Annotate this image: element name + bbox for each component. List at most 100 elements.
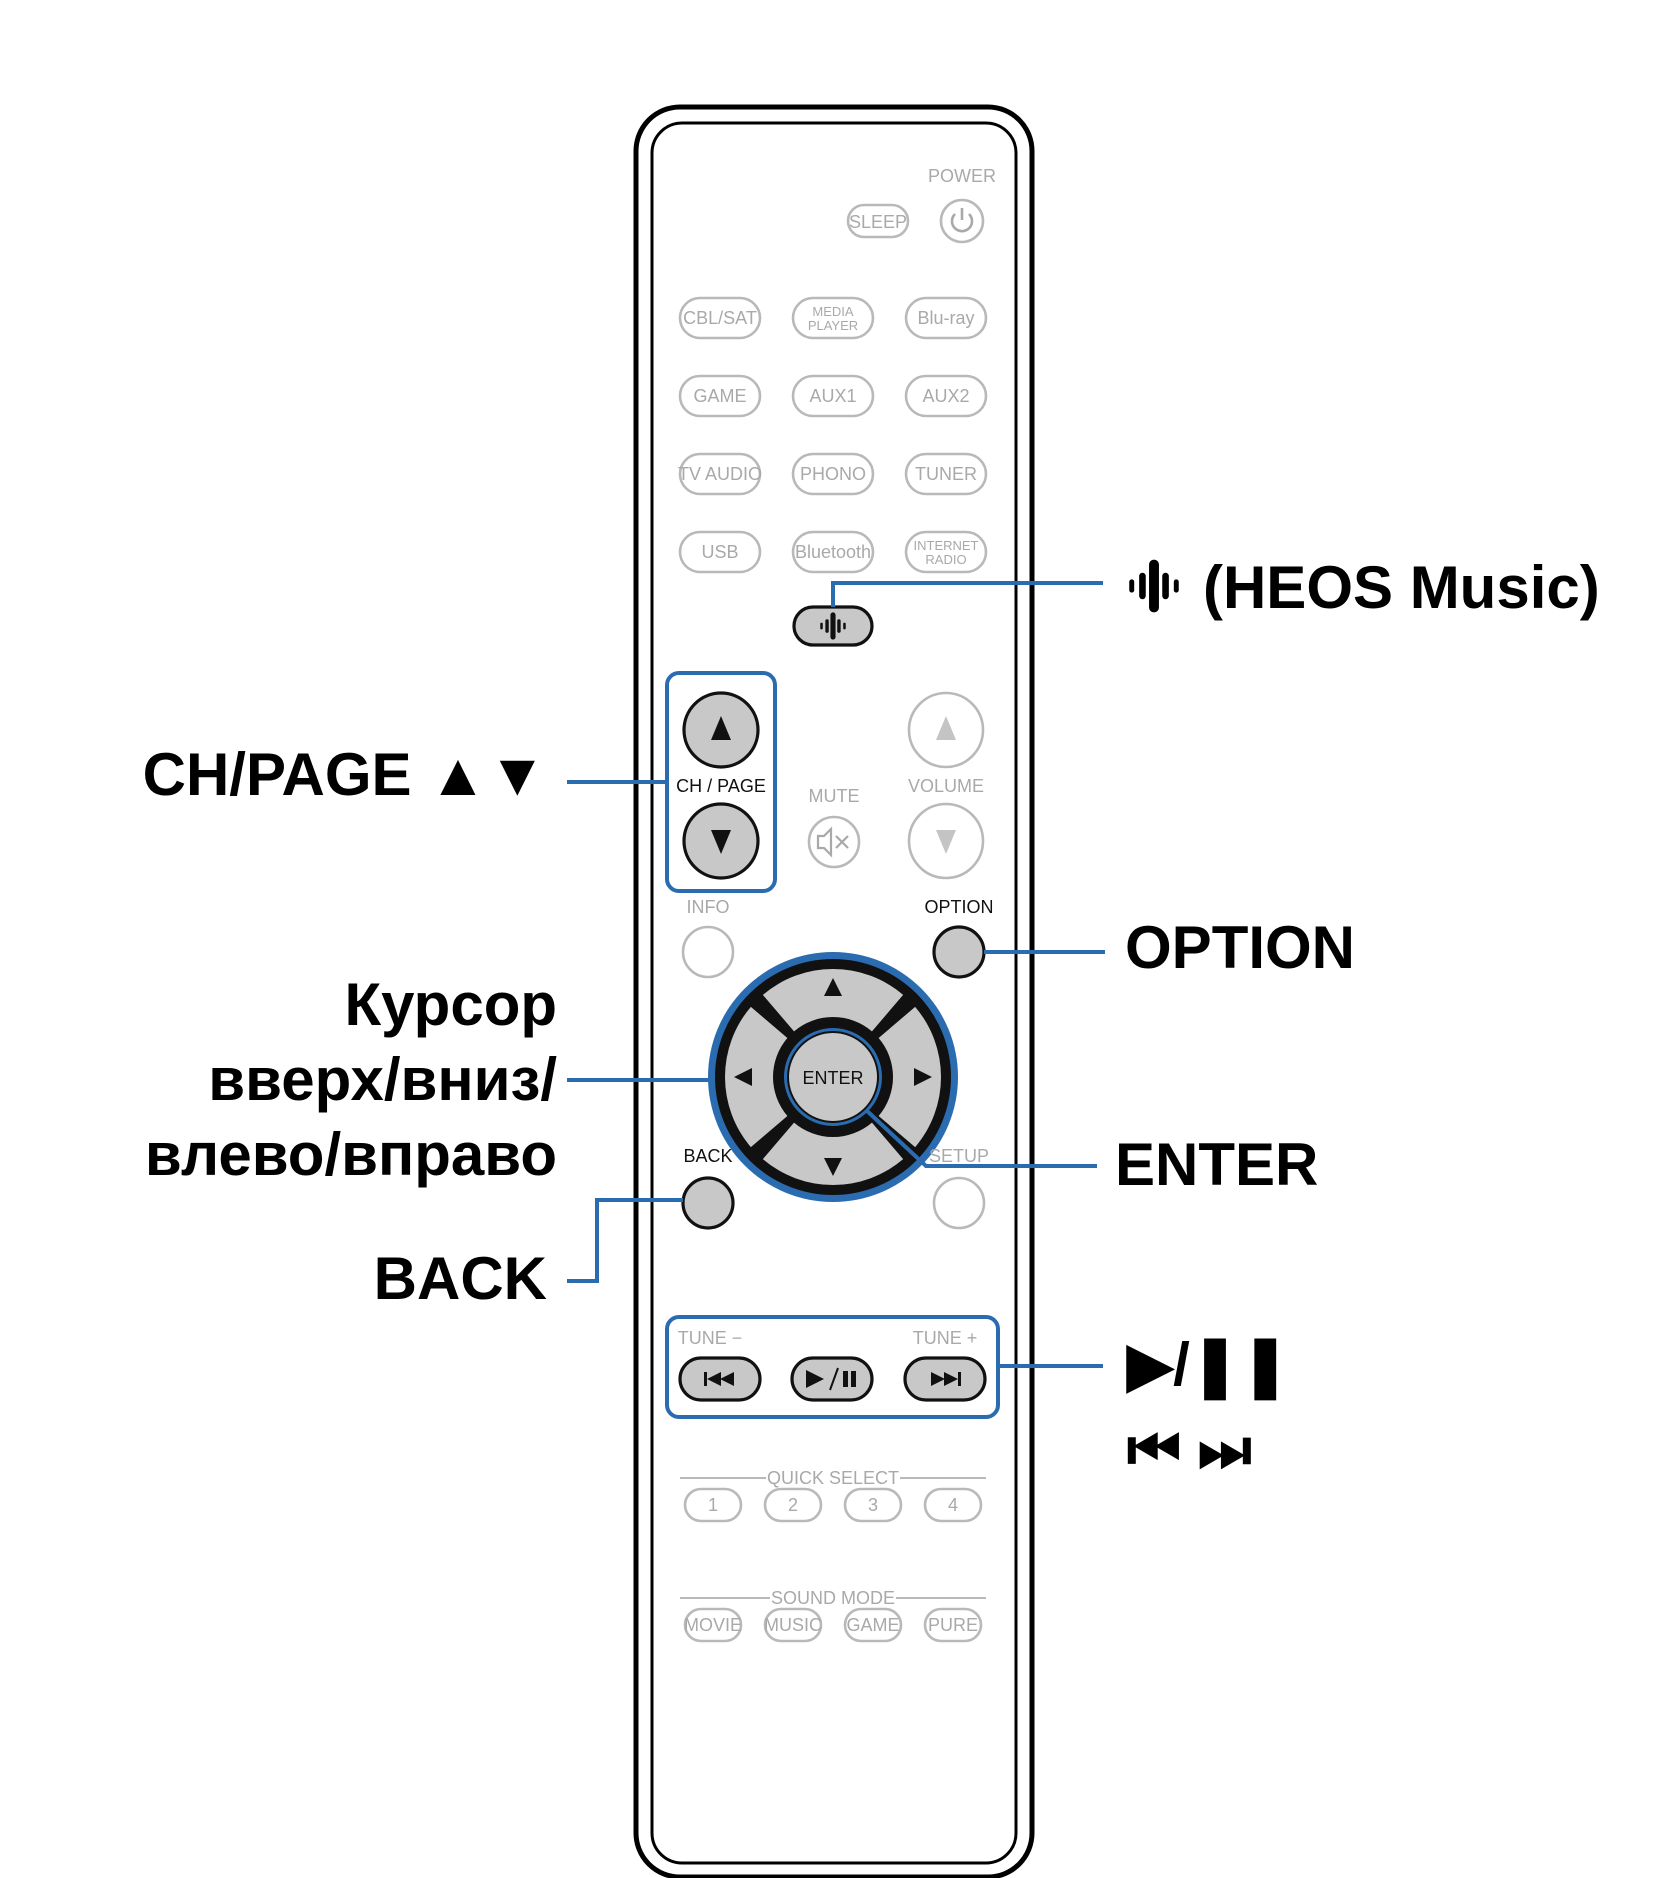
power-button[interactable]	[939, 198, 985, 244]
cursor-pad: ENTER	[708, 952, 958, 1202]
source-button-aux1[interactable]: AUX1	[791, 374, 875, 418]
option-callout: OPTION	[1125, 914, 1355, 981]
ch-page-down-button[interactable]	[682, 802, 760, 880]
source-button-label: Bluetooth	[795, 542, 871, 562]
speaker-mute-icon	[816, 826, 849, 858]
quick-select-buttons: 1 2 3 4	[683, 1487, 983, 1523]
quick-select-button-label: 1	[708, 1495, 718, 1515]
enter-callout: ENTER	[1115, 1131, 1318, 1198]
triangle-up-icon	[936, 716, 956, 740]
heos-callout-icon	[1129, 559, 1179, 613]
source-button-tv-audio[interactable]: TV AUDIO	[678, 452, 762, 496]
cursor-up-button[interactable]	[762, 969, 904, 1032]
triangle-up-icon	[711, 716, 731, 740]
back-button[interactable]	[681, 1176, 735, 1230]
sound-mode-label: SOUND MODE	[771, 1588, 895, 1608]
quick-select-button-2[interactable]: 2	[763, 1487, 823, 1523]
sound-mode-button-label: MUSIC	[764, 1615, 822, 1635]
play-pause-icon	[806, 1367, 856, 1391]
skip-callout: ⏮ ⏭	[1127, 1416, 1252, 1483]
source-button-bluetooth[interactable]: Bluetooth	[791, 530, 875, 574]
back-label: BACK	[683, 1146, 732, 1166]
quick-select-button-3[interactable]: 3	[843, 1487, 903, 1523]
source-button-label: GAME	[693, 386, 746, 406]
tune-minus-label: TUNE −	[678, 1328, 743, 1348]
ch-page-callout: CH/PAGE ▲▼	[143, 741, 547, 808]
option-label: OPTION	[924, 897, 993, 917]
source-button-blu-ray[interactable]: Blu-ray	[904, 296, 988, 340]
back-leader	[567, 1198, 683, 1283]
skip-forward-button[interactable]	[903, 1356, 987, 1402]
source-button-phono[interactable]: PHONO	[791, 452, 875, 496]
source-button-label-line: RADIO	[925, 552, 966, 567]
cursor-down-icon	[824, 1158, 842, 1176]
cursor-right-button[interactable]	[878, 1006, 941, 1148]
source-button-label: Blu-ray	[917, 308, 974, 328]
triangle-down-icon	[936, 830, 956, 854]
sound-mode-buttons: MOVIE MUSIC GAME PURE	[683, 1607, 983, 1643]
skip-back-button[interactable]	[678, 1356, 762, 1402]
volume-down-button[interactable]	[907, 802, 985, 880]
skip-forward-icon	[931, 1372, 961, 1386]
cursor-left-button[interactable]	[724, 1006, 788, 1148]
quick-select-button-1[interactable]: 1	[683, 1487, 743, 1523]
skip-back-icon	[704, 1372, 734, 1386]
volume-label: VOLUME	[908, 776, 984, 796]
back-callout: BACK	[374, 1245, 547, 1312]
ch-page-label: CH / PAGE	[676, 776, 766, 796]
sound-mode-button-movie[interactable]: MOVIE	[683, 1607, 743, 1643]
source-button-usb[interactable]: USB	[678, 530, 762, 574]
cursor-callout-line-2: вверх/вниз/	[208, 1046, 557, 1113]
source-button-label: PHONO	[800, 464, 866, 484]
sound-mode-button-label: MOVIE	[684, 1615, 742, 1635]
source-button-label: AUX1	[809, 386, 856, 406]
heos-callout: (HEOS Music)	[1203, 554, 1600, 621]
source-button-label-line: INTERNET	[914, 538, 979, 553]
source-button-label-line: PLAYER	[808, 318, 858, 333]
info-button[interactable]	[681, 925, 735, 979]
cursor-left-icon	[734, 1068, 752, 1086]
sound-mode-button-game[interactable]: GAME	[843, 1607, 903, 1643]
quick-select-button-label: 2	[788, 1495, 798, 1515]
enter-leader	[864, 1108, 1097, 1168]
info-label: INFO	[687, 897, 730, 917]
cursor-down-button[interactable]	[762, 1122, 904, 1185]
sound-mode-button-music[interactable]: MUSIC	[763, 1607, 823, 1643]
cursor-callout-line-1: Курсор	[344, 971, 557, 1038]
sound-mode-button-label: PURE	[928, 1615, 978, 1635]
sleep-button-label: SLEEP	[849, 212, 907, 232]
quick-select-button-4[interactable]: 4	[923, 1487, 983, 1523]
power-icon	[950, 208, 974, 233]
setup-label: SETUP	[929, 1146, 989, 1166]
volume-up-button[interactable]	[907, 691, 985, 769]
quick-select-button-label: 3	[868, 1495, 878, 1515]
cursor-up-icon	[824, 978, 842, 996]
source-button-cbl-sat[interactable]: CBL/SAT	[678, 296, 762, 340]
triangle-down-icon	[711, 830, 731, 854]
power-label: POWER	[928, 166, 996, 186]
sound-mode-button-label: GAME	[846, 1615, 899, 1635]
cursor-callout-line-3: влево/вправо	[145, 1121, 557, 1188]
ch-page-up-button[interactable]	[682, 691, 760, 769]
setup-button[interactable]	[932, 1176, 986, 1230]
heos-leader	[831, 581, 1103, 607]
mute-button[interactable]	[807, 815, 861, 869]
source-button-tuner[interactable]: TUNER	[904, 452, 988, 496]
quick-select-button-label: 4	[948, 1495, 958, 1515]
option-button[interactable]	[932, 925, 986, 979]
source-button-label-line: MEDIA	[812, 304, 854, 319]
enter-button[interactable]	[787, 1031, 879, 1123]
sleep-button[interactable]: SLEEP	[846, 203, 910, 239]
sound-mode-button-pure[interactable]: PURE	[923, 1607, 983, 1643]
play-pause-button[interactable]	[790, 1356, 874, 1402]
source-button-game[interactable]: GAME	[678, 374, 762, 418]
source-button-aux2[interactable]: AUX2	[904, 374, 988, 418]
heos-button[interactable]	[792, 605, 874, 647]
source-button-label: TV AUDIO	[678, 464, 762, 484]
cursor-right-icon	[914, 1068, 932, 1086]
tune-plus-label: TUNE +	[913, 1328, 978, 1348]
